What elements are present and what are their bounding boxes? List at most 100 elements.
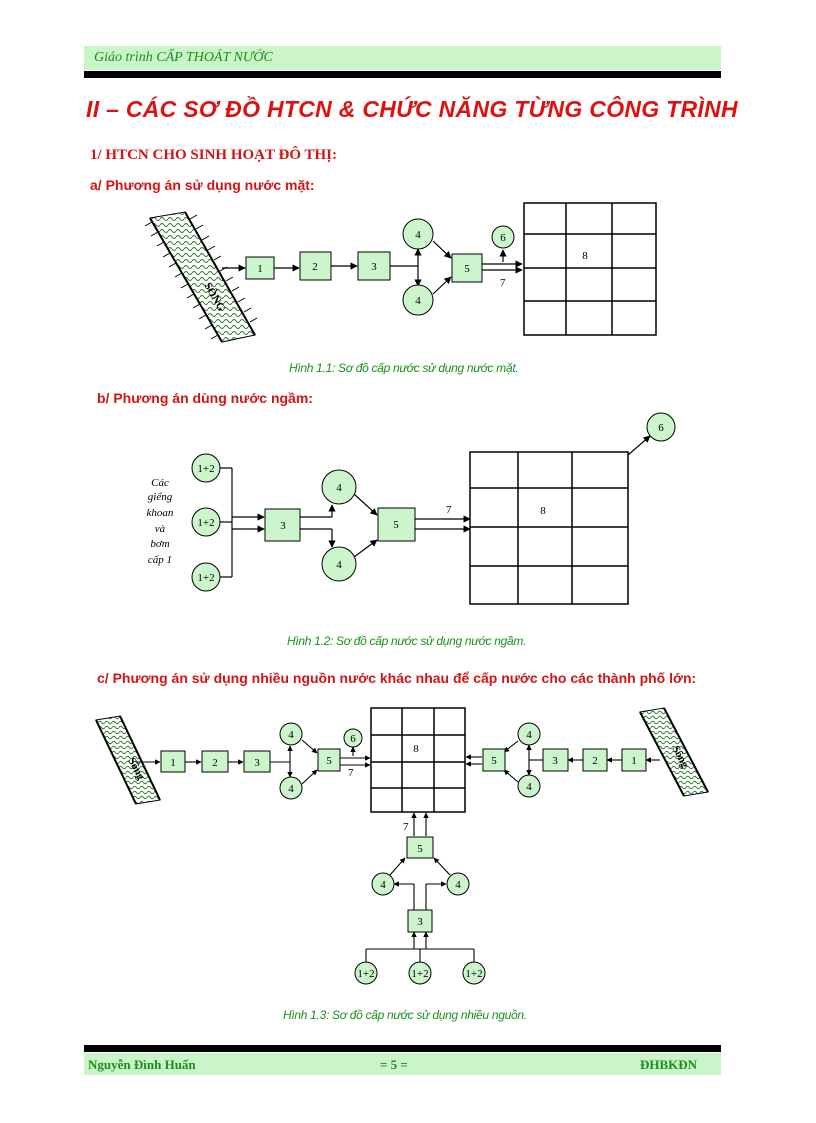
svg-text:khoan: khoan (147, 507, 174, 519)
node-b-well-1 (191, 453, 221, 483)
svg-text:5: 5 (393, 519, 399, 531)
svg-text:3: 3 (371, 261, 377, 273)
node-b-3 (264, 508, 301, 542)
diagram-groundwater: Các giếng khoan và bơm cấp 1 1+2 1+2 1+2… (147, 412, 676, 605)
svg-text:4: 4 (415, 295, 421, 307)
svg-text:3: 3 (280, 520, 286, 532)
node-b-6 (646, 412, 676, 442)
node-c-left-3 (243, 750, 271, 773)
svg-text:6: 6 (350, 733, 356, 745)
node-b-5 (377, 507, 416, 542)
node-c-right-4-bottom (517, 774, 541, 798)
diagram-surface-water: SÔNG 1 2 3 4 4 5 6 7 8 (144, 202, 657, 343)
svg-text:3: 3 (417, 916, 423, 928)
node-a-5 (451, 253, 483, 283)
svg-text:4: 4 (336, 559, 342, 571)
svg-text:5: 5 (464, 263, 470, 275)
node-c-well-2 (408, 961, 432, 985)
node-c-left-4-bottom (279, 776, 303, 800)
node-b-7: 7 (446, 504, 452, 516)
city-grid-b (469, 451, 629, 605)
node-c-well-1 (354, 961, 378, 985)
svg-text:4: 4 (380, 879, 386, 891)
svg-text:3: 3 (552, 755, 558, 767)
node-b-well-2 (191, 507, 221, 537)
node-a-6 (491, 225, 515, 249)
node-a-1 (245, 256, 275, 280)
node-c-well-3 (462, 961, 486, 985)
node-c-right-5 (482, 748, 506, 772)
node-c-right-1 (621, 748, 647, 772)
node-c-left-7: 7 (348, 767, 354, 779)
node-c-bottom-3 (407, 909, 433, 933)
node-a-2 (299, 251, 332, 281)
part-a-label: a/ Phương án sử dụng nước mặt: (90, 177, 315, 193)
node-c-right-2 (582, 748, 608, 772)
header-rule (84, 71, 721, 78)
svg-text:2: 2 (212, 757, 218, 769)
svg-text:6: 6 (658, 422, 664, 434)
svg-text:2: 2 (312, 261, 318, 273)
node-a-4-top (402, 218, 434, 250)
caption-b: Hình 1.2: Sơ đồ cấp nước sử dụng nước ng… (287, 634, 527, 648)
node-c-8: 8 (413, 743, 419, 755)
svg-text:4: 4 (288, 729, 294, 741)
node-c-6 (343, 728, 363, 748)
svg-text:1+2: 1+2 (465, 968, 482, 980)
svg-text:1+2: 1+2 (411, 968, 428, 980)
part-b-label: b/ Phương án dùng nước ngầm: (97, 390, 313, 406)
footer-org: ĐHBKĐN (640, 1057, 698, 1072)
svg-text:2: 2 (592, 755, 598, 767)
svg-text:1+2: 1+2 (197, 572, 214, 584)
city-grid-c (370, 707, 466, 813)
river-c-right: Sông (639, 707, 709, 797)
svg-text:4: 4 (526, 781, 532, 793)
svg-text:1: 1 (257, 263, 263, 275)
svg-text:5: 5 (326, 755, 332, 767)
svg-text:4: 4 (415, 229, 421, 241)
river-c-left: Sông (95, 715, 161, 805)
diagram-multi-source: Sông Sông (95, 707, 709, 985)
svg-text:1: 1 (631, 755, 637, 767)
node-b-8: 8 (540, 505, 546, 517)
svg-text:1+2: 1+2 (197, 517, 214, 529)
header-text: Giáo trình CẤP THOÁT NƯỚC (94, 50, 273, 65)
node-a-7: 7 (500, 277, 506, 289)
node-b-4-bottom (321, 546, 357, 582)
river-a: SÔNG (144, 211, 258, 343)
section-title: II – CÁC SƠ ĐỒ HTCN & CHỨC NĂNG TỪNG CÔN… (86, 96, 738, 122)
svg-text:4: 4 (288, 783, 294, 795)
caption-a: Hình 1.1: Sơ đồ cấp nước sử dụng nước mặ… (289, 361, 519, 375)
node-c-right-4-top (517, 722, 541, 746)
node-c-right-3 (542, 748, 569, 772)
caption-c: Hình 1.3: Sơ đồ cấp nước sử dụng nhiều n… (283, 1008, 527, 1022)
city-grid-a (523, 202, 657, 336)
svg-text:6: 6 (500, 232, 506, 244)
node-c-bottom-4-right (446, 872, 470, 896)
svg-text:1+2: 1+2 (197, 463, 214, 475)
node-c-bottom-5 (406, 836, 434, 859)
node-a-8: 8 (582, 250, 588, 262)
node-c-left-4-top (279, 722, 303, 746)
svg-text:giếng: giếng (148, 491, 173, 503)
footer-rule (84, 1045, 721, 1052)
svg-text:3: 3 (254, 757, 260, 769)
svg-text:5: 5 (417, 843, 423, 855)
svg-text:4: 4 (336, 482, 342, 494)
svg-text:bơm: bơm (150, 538, 169, 550)
header-band (84, 46, 721, 70)
footer-page-number: = 5 = (380, 1057, 408, 1072)
svg-text:1+2: 1+2 (357, 968, 374, 980)
svg-text:4: 4 (455, 879, 461, 891)
node-b-4-top (321, 469, 357, 505)
svg-text:và: và (155, 523, 166, 535)
node-c-bottom-7: 7 (403, 821, 409, 833)
node-a-4-bottom (402, 284, 434, 316)
node-c-left-2 (201, 750, 229, 773)
node-b-well-3 (191, 562, 221, 592)
svg-text:1: 1 (170, 757, 176, 769)
subsection-title: 1/ HTCN CHO SINH HOẠT ĐÔ THỊ: (90, 147, 337, 163)
svg-text:Các: Các (151, 477, 169, 489)
footer-author: Nguyễn Đình Huấn (88, 1057, 196, 1072)
svg-text:5: 5 (491, 755, 497, 767)
